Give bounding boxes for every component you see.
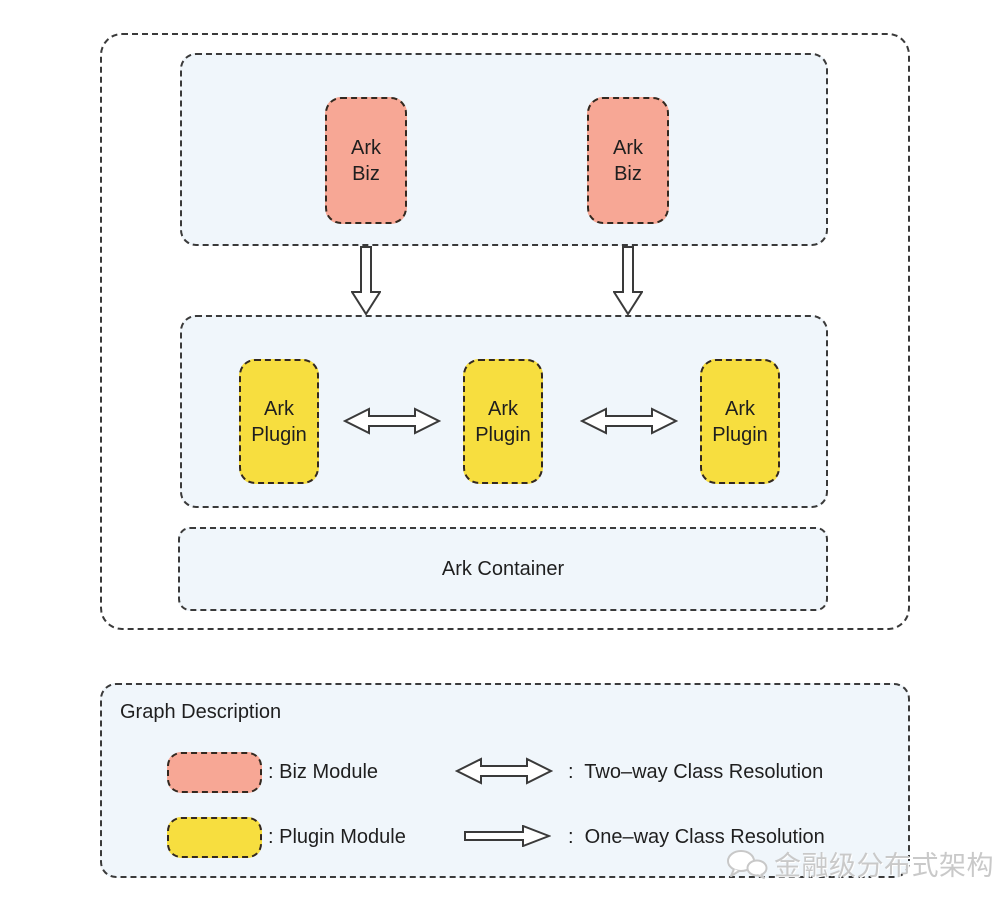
watermark: 金融级分布式架构 <box>725 844 994 883</box>
two-way-arrow-icon <box>343 407 441 435</box>
legend-box: Graph Description : Biz Module : Two–way… <box>100 683 910 878</box>
ark-container-box: Ark Container <box>178 527 828 611</box>
biz-layer-panel: Ark Biz Ark Biz <box>180 53 828 246</box>
plugin-module-swatch <box>167 817 262 858</box>
one-way-arrow-icon <box>464 825 551 847</box>
two-way-arrow-icon <box>455 757 553 785</box>
one-way-resolution-label: : One–way Class Resolution <box>568 826 825 848</box>
ark-biz-label: Ark Biz <box>351 136 381 185</box>
ark-biz-box: Ark Biz <box>587 97 669 224</box>
biz-module-label: : Biz Module <box>268 761 379 783</box>
one-way-down-arrow-icon <box>351 246 381 316</box>
ark-container-label: Ark Container <box>441 557 565 580</box>
one-way-down-arrow-icon <box>613 246 643 316</box>
wechat-icon <box>727 849 768 879</box>
two-way-resolution-label: : Two–way Class Resolution <box>568 761 824 783</box>
ark-plugin-label: Ark Plugin <box>475 397 531 446</box>
ark-biz-box: Ark Biz <box>325 97 407 224</box>
legend-title: Graph Description <box>120 701 282 723</box>
watermark-text: 金融级分布式架构 <box>774 851 994 881</box>
ark-plugin-box: Ark Plugin <box>700 359 780 484</box>
biz-module-swatch <box>167 752 262 793</box>
ark-biz-label: Ark Biz <box>613 136 643 185</box>
two-way-arrow-icon <box>580 407 678 435</box>
ark-plugin-label: Ark Plugin <box>251 397 307 446</box>
plugin-module-label: : Plugin Module <box>268 826 406 848</box>
ark-plugin-box: Ark Plugin <box>463 359 543 484</box>
ark-plugin-label: Ark Plugin <box>712 397 768 446</box>
plugin-layer-panel: Ark Plugin Ark Plugin Ark Plugin <box>180 315 828 508</box>
ark-plugin-box: Ark Plugin <box>239 359 319 484</box>
